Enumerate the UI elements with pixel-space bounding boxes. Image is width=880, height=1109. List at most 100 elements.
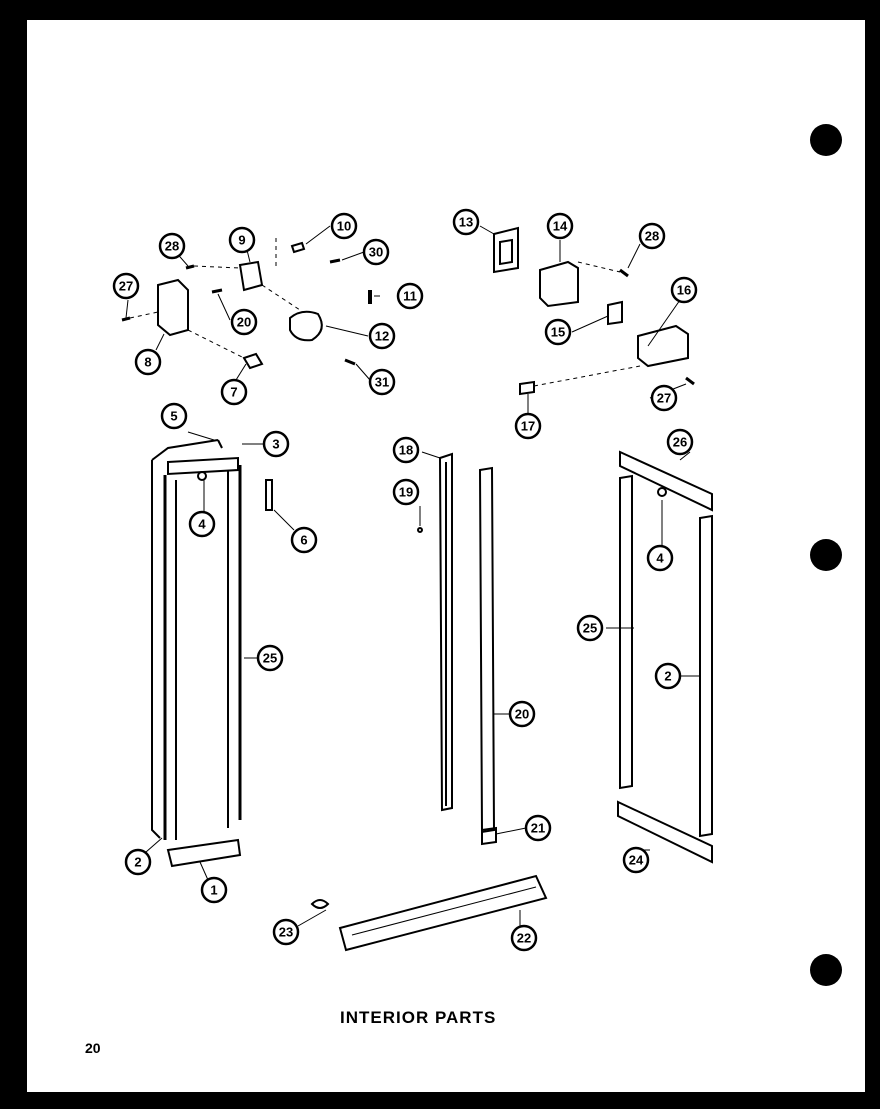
- part-23-clip: [310, 899, 330, 909]
- part-3-top-rail: [167, 456, 239, 476]
- callout-25: 25: [256, 644, 284, 672]
- callout-21: 21: [524, 814, 552, 842]
- callout-4: 4: [646, 544, 674, 572]
- callout-circle: [654, 662, 682, 690]
- callout-25: 25: [576, 614, 604, 642]
- callout-5: 5: [160, 402, 188, 430]
- part-15-knob: [607, 300, 623, 326]
- callout-number: 8: [144, 355, 151, 370]
- callout-7: 7: [220, 378, 248, 406]
- callout-circle: [452, 208, 480, 236]
- callout-number: 27: [657, 391, 671, 406]
- callout-number: 5: [170, 409, 177, 424]
- part-25-right-strip: [619, 474, 633, 790]
- part-1-bottom-rail: [166, 838, 242, 868]
- part-6-clip: [265, 479, 273, 511]
- callout-number: 27: [119, 279, 133, 294]
- callout-number: 18: [399, 443, 413, 458]
- callout-circle: [524, 814, 552, 842]
- callout-circle: [666, 428, 694, 456]
- part-13-bezel: [493, 226, 519, 274]
- callout-number: 9: [238, 233, 245, 248]
- callout-1: 1: [200, 876, 228, 904]
- callout-18: 18: [392, 436, 420, 464]
- callout-4: 4: [188, 510, 216, 538]
- callout-number: 14: [553, 219, 568, 234]
- callout-24: 24: [622, 846, 650, 874]
- callout-circle: [546, 212, 574, 240]
- callout-number: 24: [629, 853, 644, 868]
- part-2-right-liner: [699, 514, 713, 838]
- callout-circle: [262, 430, 290, 458]
- callout-28: 28: [158, 232, 186, 260]
- callout-circle: [290, 526, 318, 554]
- callout-26: 26: [666, 428, 694, 456]
- part-17-plug: [519, 380, 535, 396]
- callout-20: 20: [230, 308, 258, 336]
- callout-15: 15: [544, 318, 572, 346]
- page-number: 20: [85, 1040, 101, 1056]
- part-7-bracket: [242, 352, 264, 370]
- callout-20: 20: [508, 700, 536, 728]
- part-14-thermostat: [539, 260, 579, 308]
- callout-circle: [638, 222, 666, 250]
- callout-circle: [228, 226, 256, 254]
- callout-9: 9: [228, 226, 256, 254]
- callout-number: 7: [230, 385, 237, 400]
- callout-number: 2: [664, 669, 671, 684]
- callout-circle: [368, 322, 396, 350]
- part-18-strip: [438, 452, 453, 812]
- callout-17: 17: [514, 412, 542, 440]
- callout-number: 16: [677, 283, 691, 298]
- part-20-strip: [478, 466, 496, 834]
- callout-number: 6: [300, 533, 307, 548]
- callout-number: 28: [165, 239, 179, 254]
- part-2-left-liner: [151, 460, 161, 839]
- callout-27: 27: [650, 384, 678, 412]
- callout-circle: [544, 318, 572, 346]
- callout-circle: [112, 272, 140, 300]
- binder-hole-bottom: [810, 954, 842, 986]
- callout-circle: [256, 644, 284, 672]
- callout-circle: [392, 478, 420, 506]
- callout-circle: [158, 232, 186, 260]
- callout-28: 28: [638, 222, 666, 250]
- callout-23: 23: [272, 918, 300, 946]
- callout-number: 15: [551, 325, 565, 340]
- callout-circle: [508, 700, 536, 728]
- callout-circle: [622, 846, 650, 874]
- callout-19: 19: [392, 478, 420, 506]
- callout-number: 19: [399, 485, 413, 500]
- binder-hole-top: [810, 124, 842, 156]
- callout-number: 2: [134, 855, 141, 870]
- callout-circle: [188, 510, 216, 538]
- callout-circle: [134, 348, 162, 376]
- callout-number: 4: [198, 517, 206, 532]
- callout-number: 10: [337, 219, 351, 234]
- part-8-housing: [157, 278, 189, 337]
- callout-circle: [510, 924, 538, 952]
- callout-14: 14: [546, 212, 574, 240]
- callout-number: 25: [583, 621, 597, 636]
- part-24-bottom-rail: [617, 800, 713, 864]
- callout-13: 13: [452, 208, 480, 236]
- callout-16: 16: [670, 276, 698, 304]
- part-16-control-box: [637, 324, 689, 368]
- callout-circle: [330, 212, 358, 240]
- callout-number: 23: [279, 925, 293, 940]
- callout-circle: [230, 308, 258, 336]
- callout-number: 21: [531, 821, 545, 836]
- callout-number: 13: [459, 215, 473, 230]
- part-22-kickplate: [338, 874, 548, 952]
- callout-22: 22: [510, 924, 538, 952]
- callout-11: 11: [396, 282, 424, 310]
- callout-circle: [576, 614, 604, 642]
- part-9-bracket: [238, 260, 264, 292]
- callout-number: 1: [210, 883, 217, 898]
- callout-30: 30: [362, 238, 390, 266]
- callout-number: 30: [369, 245, 383, 260]
- binder-hole-middle: [810, 539, 842, 571]
- callout-10: 10: [330, 212, 358, 240]
- callout-number: 4: [656, 551, 664, 566]
